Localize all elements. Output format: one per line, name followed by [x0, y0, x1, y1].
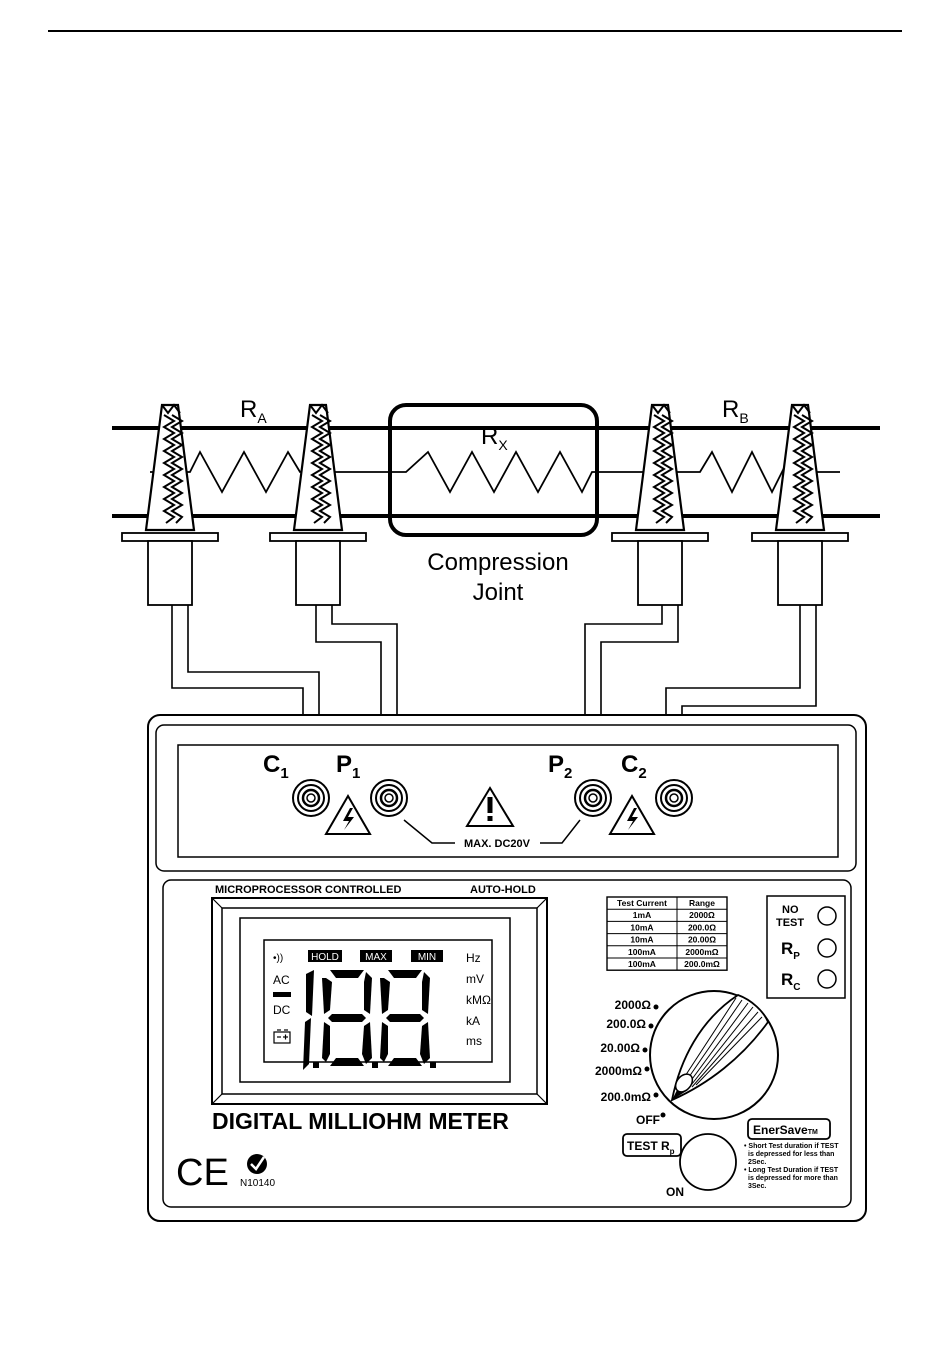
conductor-section: RX Compression Joint RA RB — [112, 396, 880, 607]
battery-icon — [273, 1029, 291, 1044]
enersave-note-long-3: 3Sec. — [748, 1183, 766, 1190]
enersave-note-short-1: • Short Test duration if TEST — [744, 1143, 839, 1150]
ce-mark: CE — [176, 1152, 229, 1194]
lcd-buzzer-annunciator: •)) — [273, 953, 283, 964]
test-rp-label: TEST Rp — [627, 1139, 675, 1156]
lcd-hz-unit: Hz — [466, 951, 481, 965]
ra-label: RA — [240, 396, 267, 426]
no-test-indicator-led — [817, 906, 837, 926]
terminal-c1-label: C1 — [263, 751, 289, 782]
terminal-panel — [177, 744, 839, 858]
lcd-digits — [303, 970, 436, 1070]
range-table-cell: 2000Ω — [689, 910, 715, 920]
dial-position-20ohm[interactable]: 20.00Ω — [600, 1041, 640, 1055]
dial-position-2000ohm[interactable]: 2000Ω — [615, 998, 652, 1012]
approval-mark-icon — [247, 1154, 267, 1174]
rp-indicator-led — [817, 938, 837, 958]
lcd-dc-annunciator: DC — [273, 1003, 291, 1017]
range-table: Test Current Range 1mA 2000Ω 10mA 200.0Ω 10mA 2… — [606, 896, 728, 971]
enersave-note-long-2: is depressed for more than — [748, 1175, 838, 1182]
compression-joint-label-line1: Compression — [427, 549, 568, 576]
test-button-on-label: ON — [666, 1185, 684, 1199]
dial-position-2000mohm[interactable]: 2000mΩ — [595, 1064, 642, 1078]
compression-joint-label-line2: Joint — [473, 579, 524, 606]
range-table-cell: 10mA — [630, 922, 653, 932]
lcd-window — [239, 917, 511, 1083]
clip-p1 — [268, 403, 368, 607]
clip-c2 — [750, 403, 850, 607]
enersave-note-short-3: 2Sec. — [748, 1159, 766, 1166]
lcd-ac-annunciator: AC — [273, 973, 290, 987]
range-table-cell: 1mA — [633, 910, 651, 920]
range-table-cell: 10mA — [630, 935, 653, 945]
lcd-mv-unit: mV — [466, 972, 484, 986]
lcd-ms-unit: ms — [466, 1034, 482, 1048]
auto-hold-label: AUTO-HOLD — [470, 884, 536, 896]
lcd-max-annunciator: MAX — [365, 952, 387, 963]
test-button[interactable] — [679, 1133, 737, 1191]
jack-c2[interactable] — [654, 778, 694, 818]
no-test-label-line1: NO — [782, 904, 799, 916]
clip-c1 — [120, 403, 220, 607]
lcd-min-annunciator: MIN — [418, 952, 436, 963]
resistor-network — [150, 449, 840, 495]
approval-number: N10140 — [240, 1178, 275, 1189]
dial-position-off[interactable]: OFF — [636, 1113, 660, 1127]
terminal-c2-label: C2 — [621, 751, 647, 782]
range-table-cell: 200.0Ω — [688, 922, 716, 932]
range-table-cell: 100mA — [628, 947, 656, 957]
jack-p1[interactable] — [369, 778, 409, 818]
range-table-header: Test Current — [617, 898, 667, 908]
dial-position-200mohm[interactable]: 200.0mΩ — [601, 1090, 652, 1104]
range-table-cell: 2000mΩ — [685, 947, 718, 957]
range-table-header: Range — [689, 898, 715, 908]
lcd-kmohm-unit: kMΩ — [466, 993, 491, 1007]
test-rp-label-box — [622, 1133, 682, 1157]
range-table-cell: 200.0mΩ — [684, 959, 720, 969]
range-selector-dial[interactable] — [649, 990, 779, 1120]
terminal-p1-label: P1 — [336, 751, 360, 782]
dial-position-200ohm[interactable]: 200.0Ω — [606, 1017, 646, 1031]
lcd-hold-annunciator: HOLD — [311, 952, 339, 963]
lcd-decimal-point — [313, 1062, 319, 1068]
terminal-p2-label: P2 — [548, 751, 572, 782]
range-table-cell: 100mA — [628, 959, 656, 969]
enersave-title: EnerSaveTM — [753, 1123, 818, 1137]
meter-title: DIGITAL MILLIOHM METER — [212, 1108, 509, 1134]
enersave-note-long-1: • Long Test Duration if TEST — [744, 1167, 839, 1174]
compression-joint-sleeve — [388, 403, 599, 537]
control-panel — [162, 879, 852, 1208]
rx-label: RX — [481, 423, 508, 453]
rc-label: RC — [781, 970, 801, 993]
rb-label: RB — [722, 396, 749, 426]
microprocessor-label: MICROPROCESSOR CONTROLLED — [215, 884, 401, 896]
lcd-minus-sign — [273, 992, 291, 997]
lcd-digit-1 — [306, 970, 314, 1016]
rc-indicator-led — [817, 969, 837, 989]
lcd-ka-unit: kA — [466, 1014, 480, 1028]
rp-label: RP — [781, 939, 800, 962]
jack-p2[interactable] — [573, 778, 613, 818]
lcd-bezel — [211, 897, 548, 1105]
no-test-label-line2: TEST — [776, 917, 804, 929]
jack-c1[interactable] — [291, 778, 331, 818]
clip-p2 — [610, 403, 710, 607]
range-table-cell: 20.00Ω — [688, 935, 716, 945]
enersave-badge — [747, 1118, 831, 1140]
indicator-box — [766, 895, 846, 999]
meter-body: C1 P1 P2 C2 MAX. DC20V MICROPROCESSOR CO… — [147, 714, 867, 1222]
caution-warning-icon — [465, 786, 515, 827]
max-voltage-label: MAX. DC20V — [464, 838, 531, 850]
enersave-note-short-2: is depressed for less than — [748, 1151, 834, 1158]
